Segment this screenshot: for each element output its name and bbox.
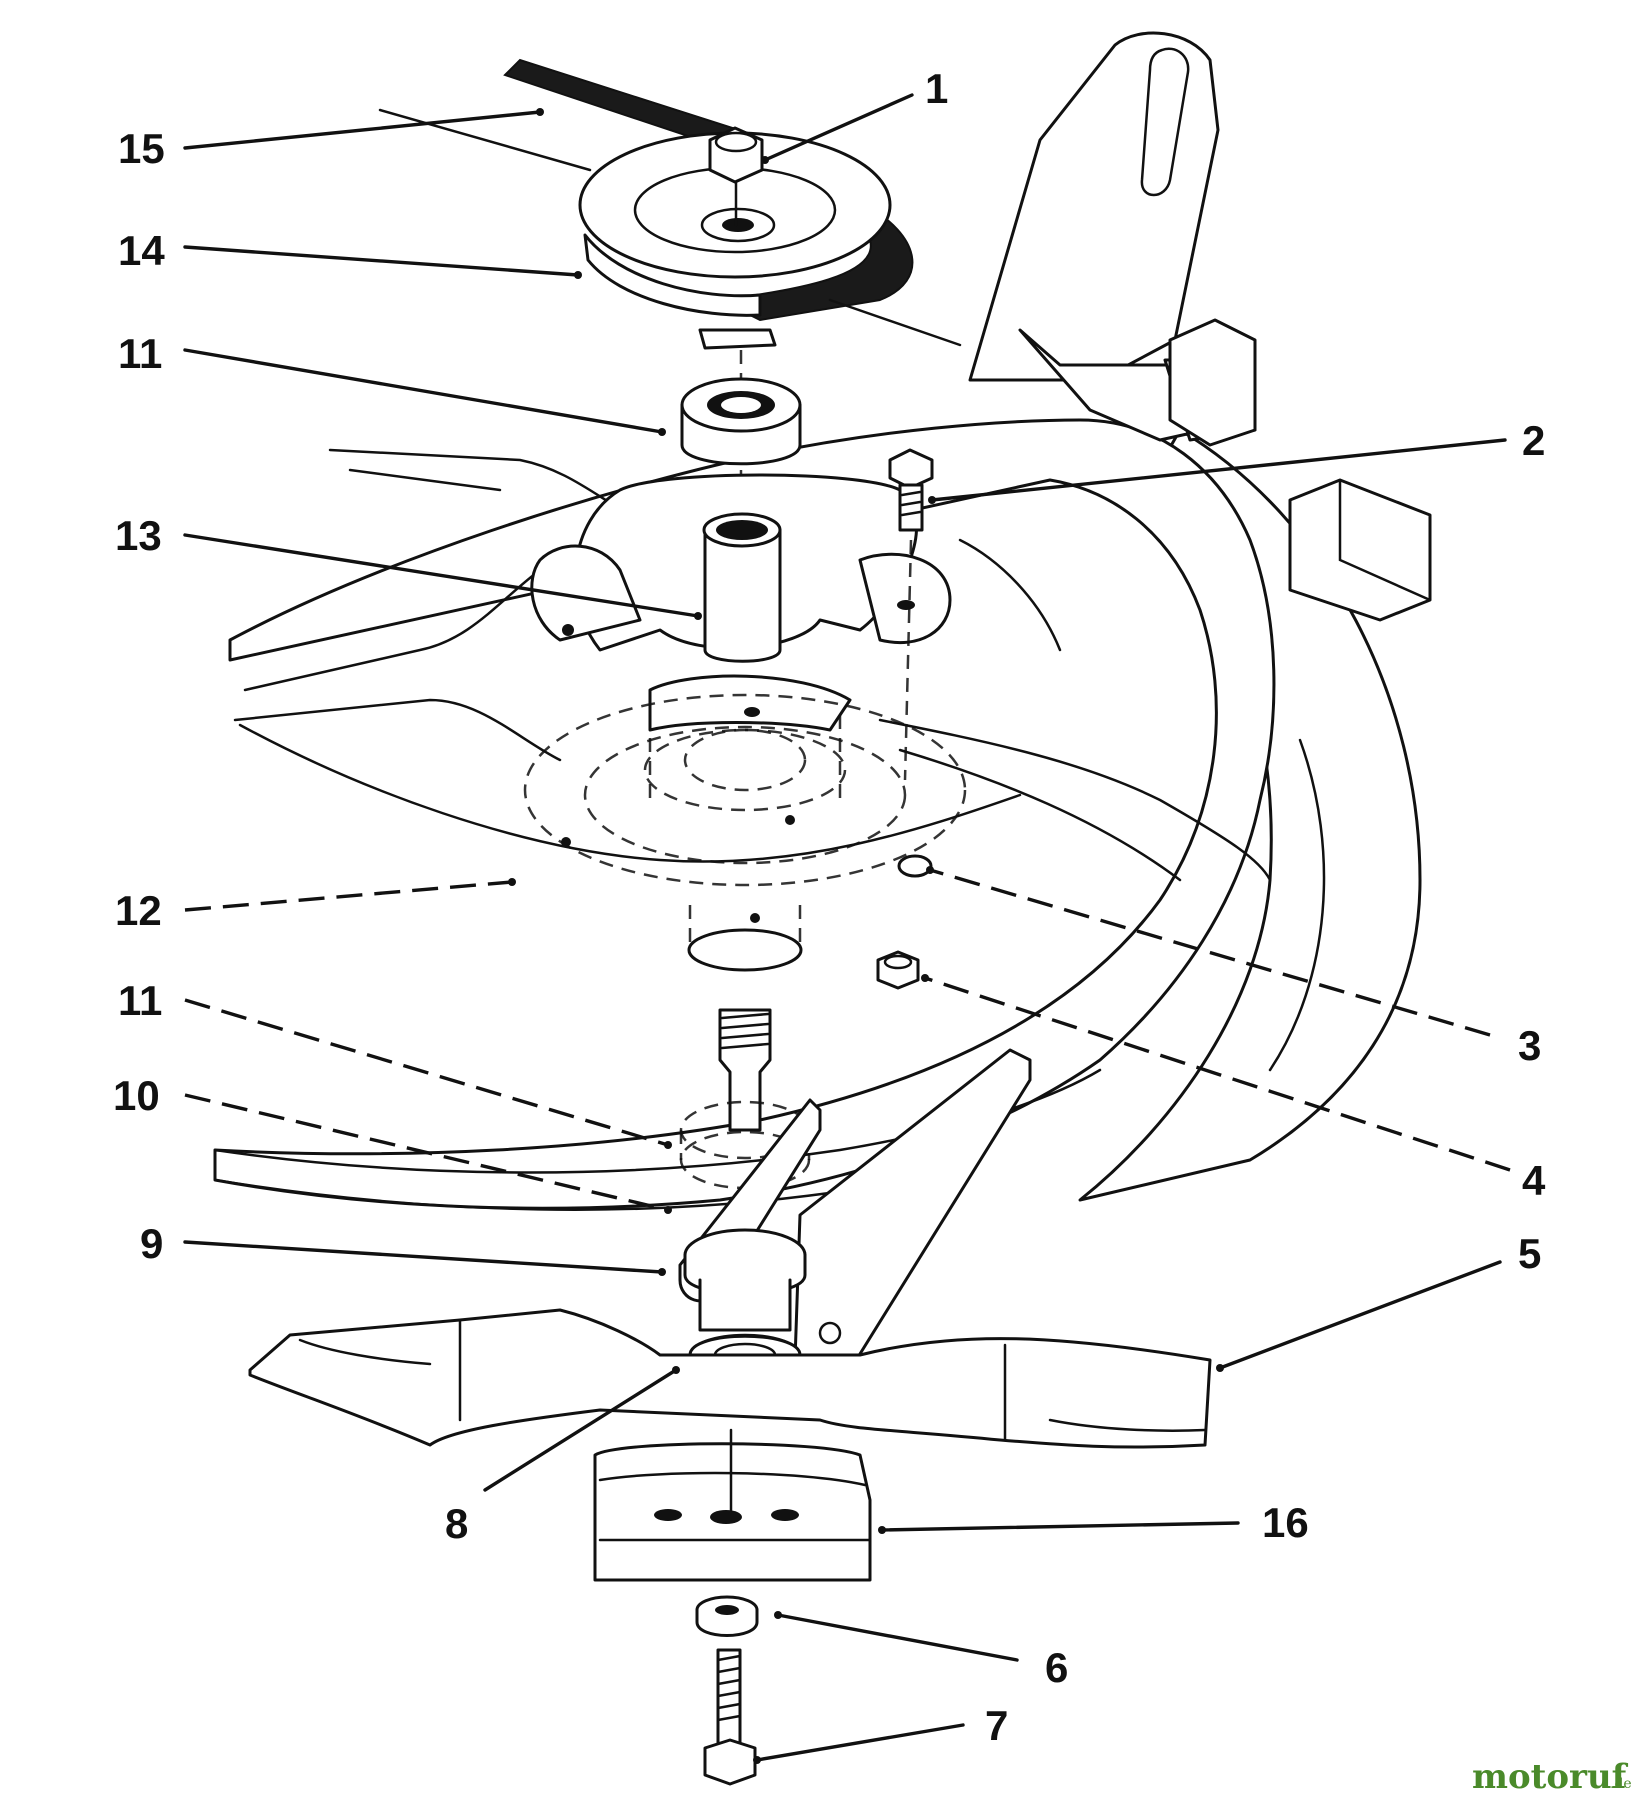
blade-clamp [593,1428,872,1582]
callout-7: 7 [985,1702,1008,1749]
callout-9: 9 [140,1220,163,1267]
blade-bolt-washer [695,1595,759,1637]
callout-3: 3 [1518,1022,1541,1069]
callout-15: 15 [118,125,165,172]
callout-10: 10 [113,1072,160,1119]
spindle-housing [530,473,952,732]
callout-5: 5 [1518,1230,1541,1277]
watermark-brand: motoruf [1472,1757,1629,1797]
nut [708,126,764,227]
spacer [683,1228,807,1332]
leader-lines [183,93,1511,1764]
callout-8: 8 [445,1500,468,1547]
lock-washer [897,854,933,878]
callout-11-upper: 11 [118,330,162,377]
watermark: motoruf .de [1472,1757,1632,1797]
callout-12: 12 [115,887,162,934]
blade-bolt [703,1648,757,1786]
watermark-suffix: .de [1610,1776,1632,1792]
callout-1: 1 [925,65,948,112]
callout-4: 4 [1522,1157,1546,1204]
callout-labels: 1 2 3 4 5 6 7 8 9 10 11 11 12 13 14 15 1… [113,65,1546,1749]
callout-14: 14 [118,227,165,274]
spindle-assembly-hidden [523,693,967,972]
height-adjust-bracket [968,31,1432,622]
spindle-shaft [718,1008,772,1132]
bearing-upper [680,350,802,520]
mower-blade [248,1308,1212,1449]
bolt [888,448,934,781]
callout-6: 6 [1045,1644,1068,1691]
callout-11-lower: 11 [118,977,162,1024]
callout-2: 2 [1522,417,1545,464]
lock-nut [876,950,920,990]
callout-16: 16 [1262,1499,1309,1546]
callout-13: 13 [115,512,162,559]
